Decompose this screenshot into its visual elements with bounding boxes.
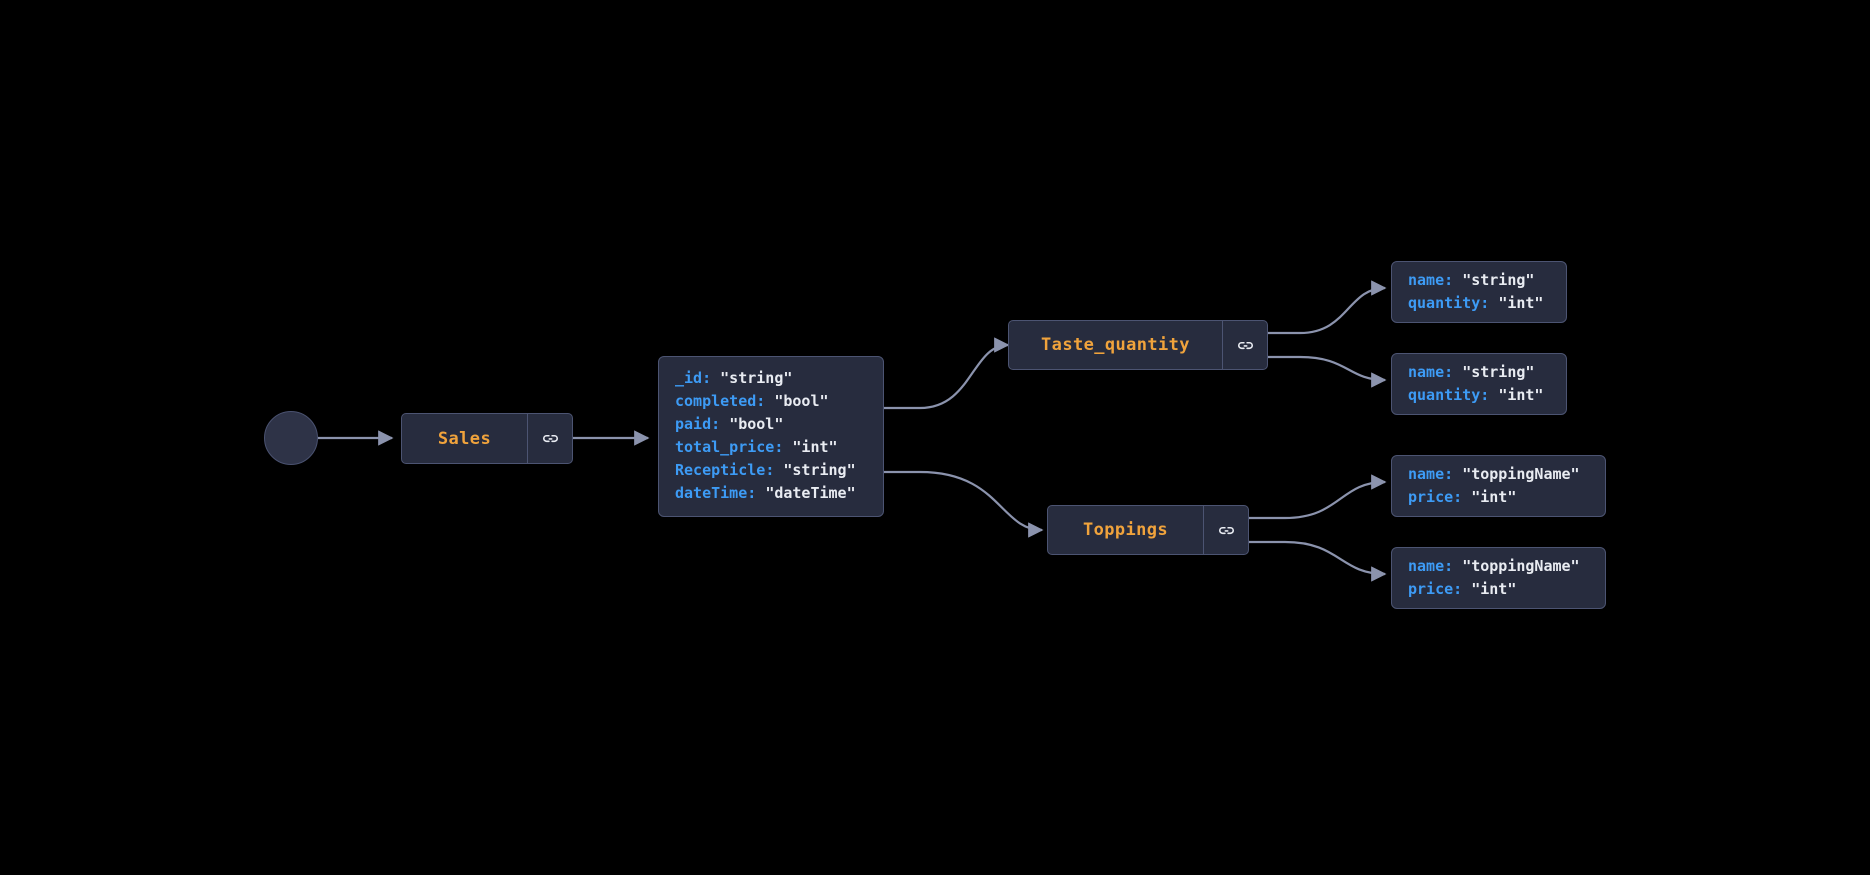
schema-value: "string" [1462, 362, 1535, 381]
schema-colon: : [774, 438, 784, 456]
schema-box-taste-quantity-1[interactable]: name: "string" quantity: "int" [1391, 261, 1567, 323]
collection-label-sales: Sales [437, 428, 492, 449]
schema-row: paid: "bool" [675, 413, 867, 436]
link-icon[interactable] [1222, 321, 1267, 369]
schema-colon: : [1444, 270, 1454, 289]
schema-row: dateTime: "dateTime" [675, 482, 867, 505]
schema-key: _id [675, 369, 703, 387]
schema-value: "string" [1462, 270, 1535, 289]
collection-node-toppings[interactable]: Toppings [1047, 505, 1249, 555]
edge-taste-quantity-to-schema-2 [1268, 355, 1387, 388]
schema-box-toppings-2[interactable]: name: "toppingName" price: "int" [1391, 547, 1606, 609]
schema-row: price: "int" [1408, 486, 1589, 509]
schema-key: price [1408, 579, 1454, 598]
schema-value: "string" [783, 461, 856, 479]
start-node[interactable] [264, 411, 318, 465]
schema-value: "int" [1471, 579, 1517, 598]
schema-colon: : [711, 415, 721, 433]
schema-value: "bool" [729, 415, 784, 433]
schema-box-sales[interactable]: _id: "string" completed: "bool" paid: "b… [658, 356, 884, 517]
edge-schema-to-toppings [884, 470, 1044, 538]
schema-colon: : [747, 484, 757, 502]
schema-key: name [1408, 556, 1445, 575]
schema-value: "int" [1498, 385, 1544, 404]
schema-value: "int" [792, 438, 838, 456]
schema-row: completed: "bool" [675, 390, 867, 413]
link-icon[interactable] [1203, 506, 1248, 554]
schema-box-taste-quantity-2[interactable]: name: "string" quantity: "int" [1391, 353, 1567, 415]
schema-row: Recepticle: "string" [675, 459, 867, 482]
schema-colon: : [1480, 385, 1490, 404]
schema-colon: : [1444, 362, 1454, 381]
schema-key: total_price [675, 438, 775, 456]
schema-value: "toppingName" [1462, 464, 1580, 483]
schema-value: "toppingName" [1462, 556, 1580, 575]
collection-label-toppings: Toppings [1082, 520, 1169, 540]
schema-value: "bool" [774, 392, 829, 410]
schema-value: "dateTime" [765, 484, 856, 502]
schema-row: name: "string" [1408, 269, 1550, 292]
edge-toppings-to-schema-2 [1249, 540, 1387, 582]
schema-value: "string" [720, 369, 793, 387]
schema-key: price [1408, 487, 1454, 506]
schema-key: Recepticle [675, 461, 766, 479]
edge-toppings-to-schema-1 [1249, 474, 1387, 520]
schema-colon: : [1480, 293, 1490, 312]
schema-key: quantity [1408, 385, 1481, 404]
schema-key: dateTime [675, 484, 748, 502]
schema-key: name [1408, 362, 1445, 381]
schema-row: _id: "string" [675, 367, 867, 390]
schema-row: name: "toppingName" [1408, 463, 1589, 486]
schema-row: name: "string" [1408, 361, 1550, 384]
schema-colon: : [1444, 464, 1454, 483]
schema-colon: : [756, 392, 766, 410]
link-icon[interactable] [527, 414, 572, 463]
schema-key: name [1408, 464, 1445, 483]
schema-row: total_price: "int" [675, 436, 867, 459]
schema-key: completed [675, 392, 757, 410]
schema-row: quantity: "int" [1408, 292, 1550, 315]
schema-value: "int" [1498, 293, 1544, 312]
collection-label-taste-quantity: Taste_quantity [1041, 335, 1190, 355]
schema-key: paid [675, 415, 712, 433]
collection-node-taste-quantity[interactable]: Taste_quantity [1008, 320, 1268, 370]
schema-colon: : [702, 369, 712, 387]
edge-taste-quantity-to-schema-1 [1268, 280, 1387, 335]
collection-node-sales[interactable]: Sales [401, 413, 573, 464]
schema-box-toppings-1[interactable]: name: "toppingName" price: "int" [1391, 455, 1606, 517]
schema-colon: : [1444, 556, 1454, 575]
schema-row: price: "int" [1408, 578, 1589, 601]
schema-key: quantity [1408, 293, 1481, 312]
schema-colon: : [1453, 487, 1463, 506]
schema-value: "int" [1471, 487, 1517, 506]
schema-key: name [1408, 270, 1445, 289]
edge-schema-to-taste-quantity [884, 337, 1010, 410]
schema-row: name: "toppingName" [1408, 555, 1589, 578]
schema-colon: : [1453, 579, 1463, 598]
schema-row: quantity: "int" [1408, 384, 1550, 407]
schema-colon: : [765, 461, 775, 479]
